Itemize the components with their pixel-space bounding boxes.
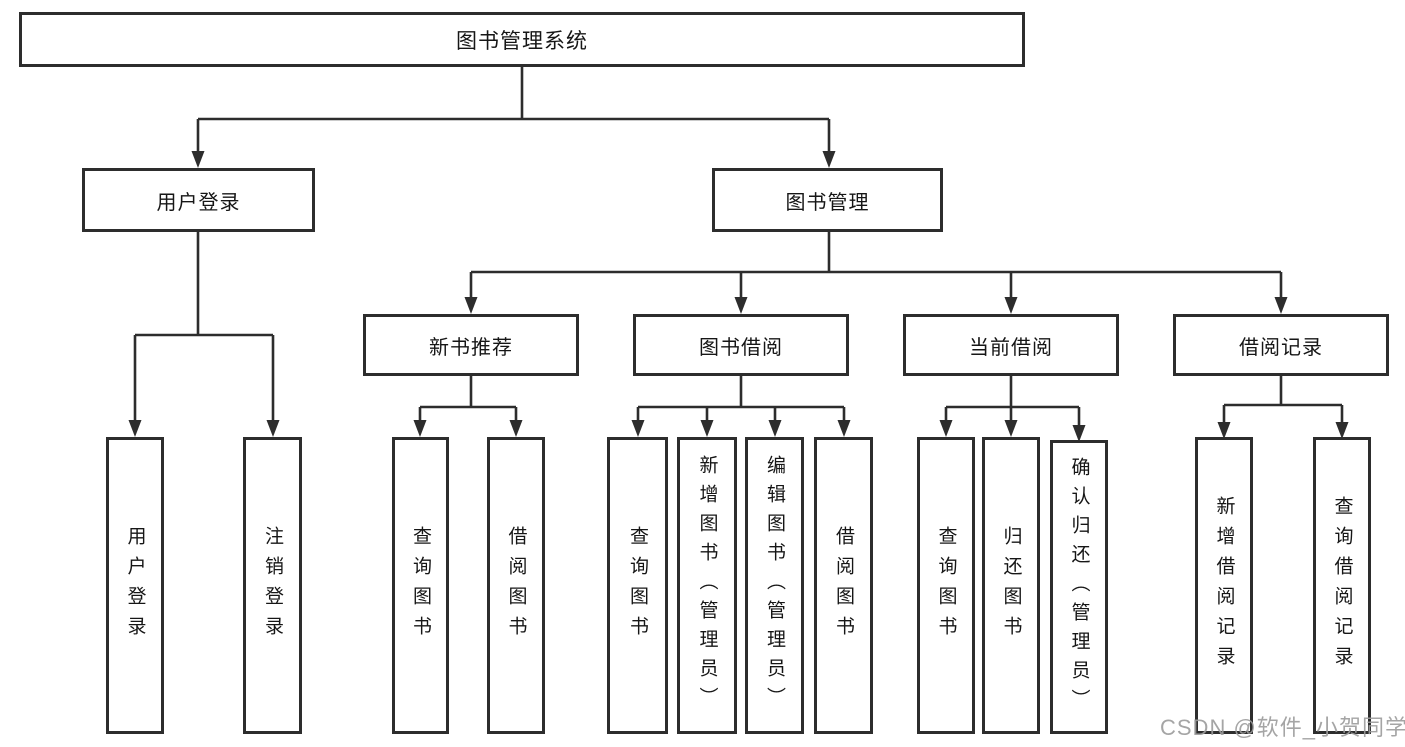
leaf-borrow-books: 借阅图书	[814, 437, 873, 734]
leaf-user-login: 用户登录	[106, 437, 164, 734]
node-library-system-label: 图书管理系统	[456, 29, 588, 53]
leaf-add-books-admin: 新增图书（管理员）	[677, 437, 737, 734]
leaf-return-books-label: 归还图书	[1000, 525, 1022, 646]
leaf-query-books-borrow-label: 查询图书	[627, 525, 648, 646]
leaf-query-books-recommend-label: 查询图书	[410, 525, 431, 646]
leaf-edit-books-admin: 编辑图书（管理员）	[745, 437, 804, 734]
node-new-book-recommendation: 新书推荐	[363, 314, 579, 376]
leaf-return-books: 归还图书	[982, 437, 1040, 734]
leaf-query-borrow-record-label: 查询借阅记录	[1331, 495, 1353, 676]
leaf-add-borrow-record: 新增借阅记录	[1195, 437, 1253, 734]
node-borrowing-records: 借阅记录	[1173, 314, 1389, 376]
node-book-management-label: 图书管理	[785, 191, 870, 214]
node-book-borrowing-label: 图书借阅	[699, 336, 783, 359]
node-new-book-recommendation-label: 新书推荐	[429, 336, 513, 359]
leaf-add-books-admin-label: 新增图书（管理员）	[696, 455, 718, 716]
leaf-borrow-books-label: 借阅图书	[833, 525, 854, 646]
node-borrowing-records-label: 借阅记录	[1239, 336, 1323, 359]
leaf-confirm-return-admin: 确认归还（管理员）	[1050, 440, 1108, 734]
node-user-login: 用户登录	[82, 168, 315, 232]
node-book-borrowing: 图书借阅	[633, 314, 849, 376]
node-user-login-label: 用户登录	[156, 191, 241, 214]
node-book-management: 图书管理	[712, 168, 943, 232]
leaf-borrow-books-recommend-label: 借阅图书	[505, 525, 527, 646]
leaf-query-books-borrow: 查询图书	[607, 437, 668, 734]
leaf-logout: 注销登录	[243, 437, 302, 734]
leaf-user-login-label: 用户登录	[124, 525, 146, 646]
leaf-query-borrow-record: 查询借阅记录	[1313, 437, 1371, 734]
leaf-query-books-current: 查询图书	[917, 437, 975, 734]
leaf-borrow-books-recommend: 借阅图书	[487, 437, 545, 734]
csdn-watermark: CSDN @软件_小贺同学	[1160, 715, 1405, 740]
leaf-edit-books-admin-label: 编辑图书（管理员）	[764, 455, 785, 716]
node-current-borrowing: 当前借阅	[903, 314, 1119, 376]
node-current-borrowing-label: 当前借阅	[969, 336, 1053, 359]
leaf-query-books-recommend: 查询图书	[392, 437, 449, 734]
leaf-query-books-current-label: 查询图书	[935, 525, 957, 646]
leaf-logout-label: 注销登录	[262, 525, 283, 646]
leaf-confirm-return-admin-label: 确认归还（管理员）	[1068, 456, 1090, 718]
leaf-add-borrow-record-label: 新增借阅记录	[1213, 495, 1235, 676]
node-library-system: 图书管理系统	[19, 12, 1025, 67]
